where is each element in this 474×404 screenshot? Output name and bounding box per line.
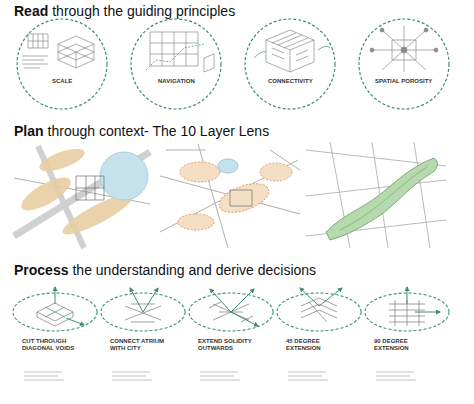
ellipse-outline [11,290,99,334]
direction-arrow [55,287,56,304]
direction-arrow [319,288,342,306]
map-two [160,144,300,248]
note-lines [288,372,328,380]
mass-sketch [301,298,337,322]
site-outline [230,190,252,206]
block-sketch [204,54,214,72]
water-area [218,159,238,173]
network-node [380,28,384,32]
principle-label: NAVIGATION [157,78,196,85]
zone-blob [17,171,75,216]
decision-ellipse: CONNECT ATRIUM WITH CITY [99,290,187,355]
decision-ellipse: 45 DEGREE EXTENSION [275,290,363,355]
network-node [401,47,407,53]
heading-keyword: Plan [14,123,44,140]
network-node [424,28,428,32]
circle-outline [130,18,222,110]
decision-ellipse: EXTEND SOLIDITY OUTWARDS [187,290,275,355]
heading-keyword: Process [14,262,68,279]
dashed-ellipse [365,293,449,331]
dashed-ellipse [101,293,185,331]
decision-ellipse: CUT THROUGH DIAGONAL VOIDS [11,290,99,355]
void-cut [45,307,65,317]
decision-caption: EXTEND SOLIDITY OUTWARDS [198,338,264,352]
zone-blob [37,144,88,175]
principle-label: CONNECTIVITY [267,78,314,85]
decision-caption: 45 DEGREE EXTENSION [286,338,352,352]
core-box [392,40,416,60]
note-lines [376,372,416,380]
dashed-circle [17,19,107,109]
map-one [14,144,150,248]
principle-label: SCALE [51,78,73,85]
section-heading: Readthrough the guiding principles [14,3,235,20]
decision-caption: 90 DEGREE EXTENSION [374,338,440,352]
network-lines [372,26,436,72]
circle-outline [16,18,108,110]
direction-arrow [231,289,254,312]
green-corridor [326,158,437,240]
decision-caption: CONNECT ATRIUM WITH CITY [110,338,176,352]
circle-outline [358,18,450,110]
ellipse-outline [99,290,187,334]
heading-text: through context- The 10 Layer Lens [48,123,270,140]
direction-arrow [143,288,158,312]
grid-lines [272,33,308,61]
direction-arrow [300,288,319,306]
flow-line [254,46,330,58]
site-grid [76,176,104,200]
network-node [434,48,438,52]
city-grid-sketch [150,32,198,66]
mass-sketch [37,303,73,326]
road [160,144,300,248]
ellipse-outline [363,290,451,334]
direction-arrow [210,289,231,312]
ellipse-outline [275,290,363,334]
plan-lines [22,56,48,68]
direction-arrow [231,312,258,326]
direction-arrow [415,312,440,313]
principle-circle: SCALE [16,18,108,110]
principle-circle: CONNECTIVITY [244,18,336,110]
slab-stack-sketch [58,36,94,68]
heading-text: the understanding and derive decisions [72,262,316,279]
route-line [146,44,204,70]
corridor-path [340,166,428,230]
direction-arrow [130,288,143,312]
principle-circle: NAVIGATION [130,18,222,110]
zone-blob [180,162,220,182]
ellipse-outline [187,290,275,334]
zone-blob [178,214,214,230]
dashed-ellipse [13,293,97,331]
grid-sketch [28,34,48,48]
section-heading: Planthrough context- The 10 Layer Lens [14,123,269,140]
water-area [100,152,148,200]
decision-ellipse: 90 DEGREE EXTENSION [363,290,451,355]
dashed-circle [359,19,449,109]
direction-arrow [407,287,408,304]
note-lines [24,372,64,380]
note-lines [200,372,240,380]
note-lines [112,372,152,380]
zone-blob [215,178,272,218]
dashed-ellipse [189,293,273,331]
block-sketch [266,30,314,72]
dashed-circle [245,19,335,109]
heading-text: through the guiding principles [52,3,235,20]
map-three [306,142,446,248]
principle-label: SPATIAL POROSITY [374,78,433,85]
heading-keyword: Read [14,3,48,20]
zone-blob [260,163,292,181]
mass-sketch [125,304,161,322]
decision-caption: CUT THROUGH DIAGONAL VOIDS [22,338,88,352]
network-node [370,48,374,52]
circle-outline [244,18,336,110]
road-network [306,142,446,248]
direction-arrow [66,318,84,325]
dashed-ellipse [277,293,361,331]
section-heading: Processthe understanding and derive deci… [14,262,316,279]
dashed-circle [131,19,221,109]
principle-circle: SPATIAL POROSITY [358,18,450,110]
